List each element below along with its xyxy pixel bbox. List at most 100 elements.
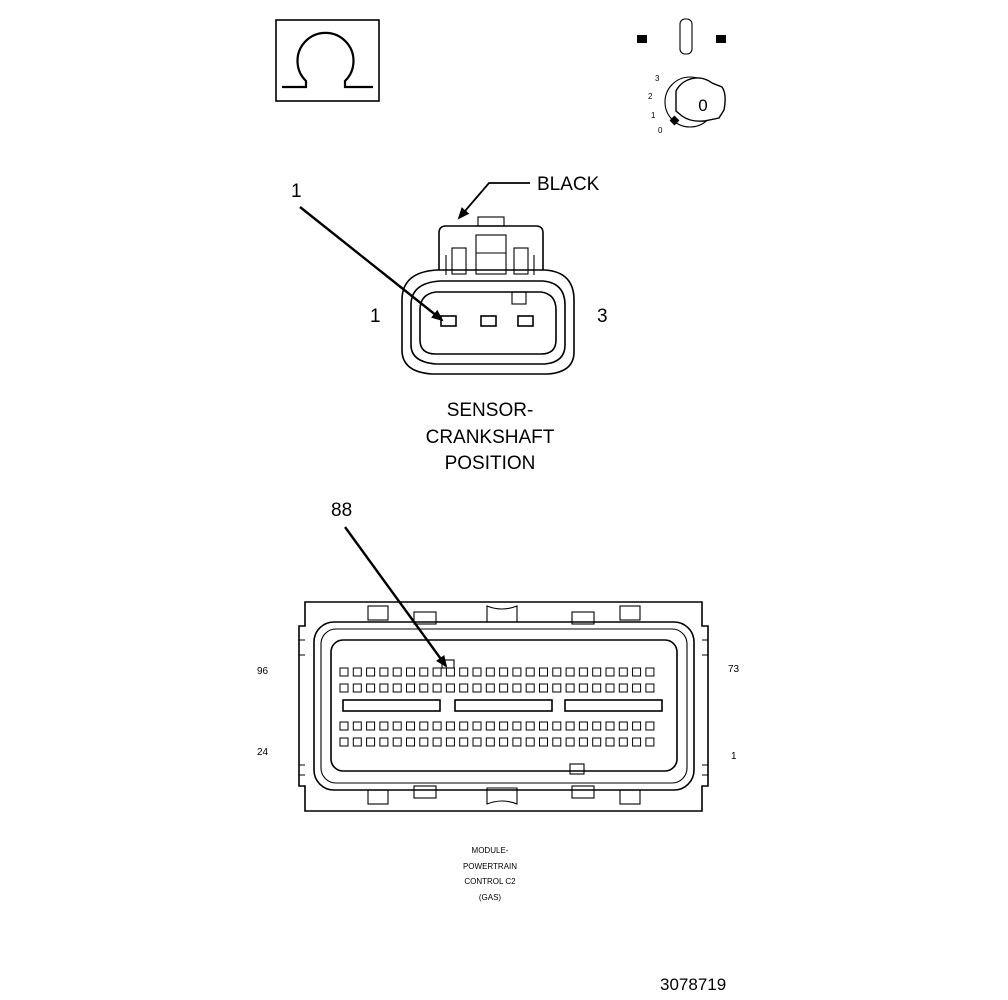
pcm-pin-cavity <box>459 721 469 731</box>
pcm-pin-cavity <box>592 737 602 747</box>
sensor-name-line-3: POSITION <box>445 453 536 474</box>
pcm-pin-cavity <box>419 737 429 747</box>
pcm-pin-cavity <box>472 737 482 747</box>
pcm-pin-cavity <box>366 737 376 747</box>
pcm-pin-cavity <box>565 667 575 677</box>
pcm-pin-cavity <box>445 667 455 677</box>
pcm-pin-cavity <box>366 667 376 677</box>
pcm-pin-cavity <box>592 721 602 731</box>
pcm-pin-cavity <box>565 683 575 693</box>
pcm-pin-cavity <box>472 683 482 693</box>
pin88-leader-arrow <box>344 526 448 668</box>
pcm-pin-cavity <box>432 721 442 731</box>
pcm-pin-cavity <box>445 683 455 693</box>
pcm-pin-cavity <box>432 667 442 677</box>
pcm-pin-cavity <box>618 683 628 693</box>
sensor-name-line-2: CRANKSHAFT <box>426 427 555 448</box>
pcm-pin-cavity <box>539 721 548 731</box>
pcm-pin-cavity <box>392 721 402 731</box>
pcm-pin-cavity <box>392 667 402 677</box>
ignition-pos-0: 0 <box>658 126 663 135</box>
pcm-pin-cavity <box>618 667 628 677</box>
pcm-pin-cavity <box>472 721 482 731</box>
pcm-pin-cavity <box>392 683 402 693</box>
pcm-pin-cavity <box>552 667 562 677</box>
pcm-pin-cavity <box>379 683 389 693</box>
sensor-pin-right-label: 3 <box>597 306 608 327</box>
pcm-name-line-3: CONTROL C2 <box>464 877 516 886</box>
pcm-pin-cavity <box>605 737 615 747</box>
pcm-pin-cavity <box>445 737 455 747</box>
pcm-pin-cavity <box>485 667 495 677</box>
pcm-pin-cavity <box>432 683 442 693</box>
pcm-pin-cavity <box>512 737 522 747</box>
pcm-pin-cavity <box>512 667 522 677</box>
pcm-pin-cavity <box>578 737 588 747</box>
pcm-pin-cavity <box>379 721 389 731</box>
pcm-pin-cavity <box>432 737 442 747</box>
figure-id: 3078719 <box>660 975 726 994</box>
pcm-pin-cavity <box>552 737 562 747</box>
pcm-pin-cavity <box>605 721 615 731</box>
pcm-pin-24-label: 24 <box>257 747 269 758</box>
pcm-pin-cavity <box>406 667 415 677</box>
pcm-pin-cavity <box>472 667 482 677</box>
pcm-pin-cavity <box>525 667 535 677</box>
pcm-pin-cavity <box>379 667 389 677</box>
pcm-pin-cavity <box>578 683 588 693</box>
ignition-key-icon: 3 2 1 0 0 <box>637 18 726 135</box>
sensor-pin-left-label: 1 <box>370 306 381 327</box>
pcm-pin-cavity <box>499 721 509 731</box>
pcm-pin-cavity <box>618 721 628 731</box>
pcm-pin-cavity <box>525 721 535 731</box>
pin1-leader-arrow <box>299 206 444 322</box>
pcm-connector: 88 96 73 24 1 <box>257 500 740 902</box>
pcm-pin-cavity <box>525 683 535 693</box>
pcm-callout-pin: 88 <box>331 500 352 521</box>
pcm-pin-cavity <box>525 737 535 747</box>
pcm-pin-cavity <box>539 683 548 693</box>
pcm-pin-cavity <box>499 667 509 677</box>
pcm-pin-cavity <box>592 667 602 677</box>
pcm-pin-cavity <box>485 721 495 731</box>
pcm-pin-cavity <box>512 683 522 693</box>
pcm-pin-cavity <box>419 683 429 693</box>
ignition-key-label: 0 <box>698 96 707 115</box>
pcm-pin-cavity <box>352 667 362 677</box>
pcm-pin-cavity <box>645 667 655 677</box>
sensor-callout-pin: 1 <box>291 181 302 202</box>
ignition-pos-3: 3 <box>655 74 660 83</box>
pcm-pin-cavity <box>485 737 495 747</box>
sensor-color-label: BLACK <box>537 174 600 195</box>
pcm-name-line-1: MODULE- <box>472 846 509 855</box>
ignition-pos-2: 2 <box>648 92 653 101</box>
pcm-pin-cavity <box>499 737 509 747</box>
pcm-pin-cavity <box>645 737 655 747</box>
pcm-pin-cavity <box>419 721 429 731</box>
pcm-pin-cavity <box>459 683 469 693</box>
pcm-name-line-4: (GAS) <box>479 893 502 902</box>
pcm-pin-cavity <box>632 683 642 693</box>
pcm-pin-cavity <box>392 737 402 747</box>
pcm-pin-cavity <box>645 721 655 731</box>
pcm-pin-cavity <box>605 667 615 677</box>
pcm-pin-cavity <box>645 683 655 693</box>
pcm-pin-cavity <box>578 721 588 731</box>
pcm-pin-1-label: 1 <box>731 751 737 762</box>
pcm-pin-cavity <box>578 667 588 677</box>
sensor-name-line-1: SENSOR- <box>447 400 534 421</box>
pcm-pin-cavity <box>592 683 602 693</box>
sensor-connector: BLACK 1 1 3 SENSOR- CRANKSHAFT POSITION <box>291 174 608 474</box>
pcm-pin-cavity <box>552 721 562 731</box>
pcm-pin-cavity <box>352 683 362 693</box>
pcm-pin-cavity <box>445 721 455 731</box>
pcm-pin-cavity <box>406 737 415 747</box>
pcm-pin-cavity <box>352 737 362 747</box>
pcm-pin-cavity <box>632 721 642 731</box>
pcm-pin-grid <box>339 667 655 747</box>
ignition-pos-1: 1 <box>651 111 656 120</box>
pcm-pin-cavity <box>632 737 642 747</box>
pcm-pin-cavity <box>339 737 349 747</box>
pcm-pin-cavity <box>379 737 389 747</box>
pcm-pin-cavity <box>539 737 548 747</box>
